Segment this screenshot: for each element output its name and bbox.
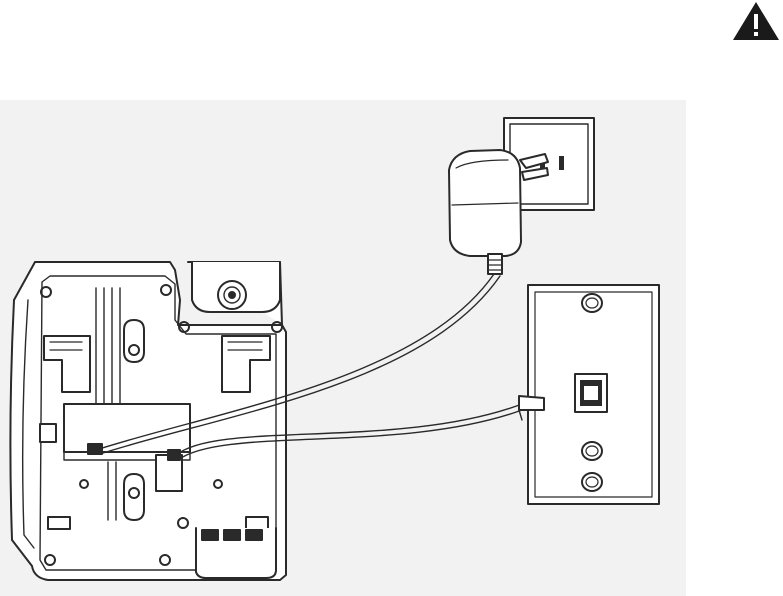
phone-base-underside: [10, 262, 286, 580]
installation-illustration: [0, 100, 686, 596]
warning-triangle-icon: [731, 0, 781, 42]
wall-phone-jack-plate: [528, 285, 659, 504]
